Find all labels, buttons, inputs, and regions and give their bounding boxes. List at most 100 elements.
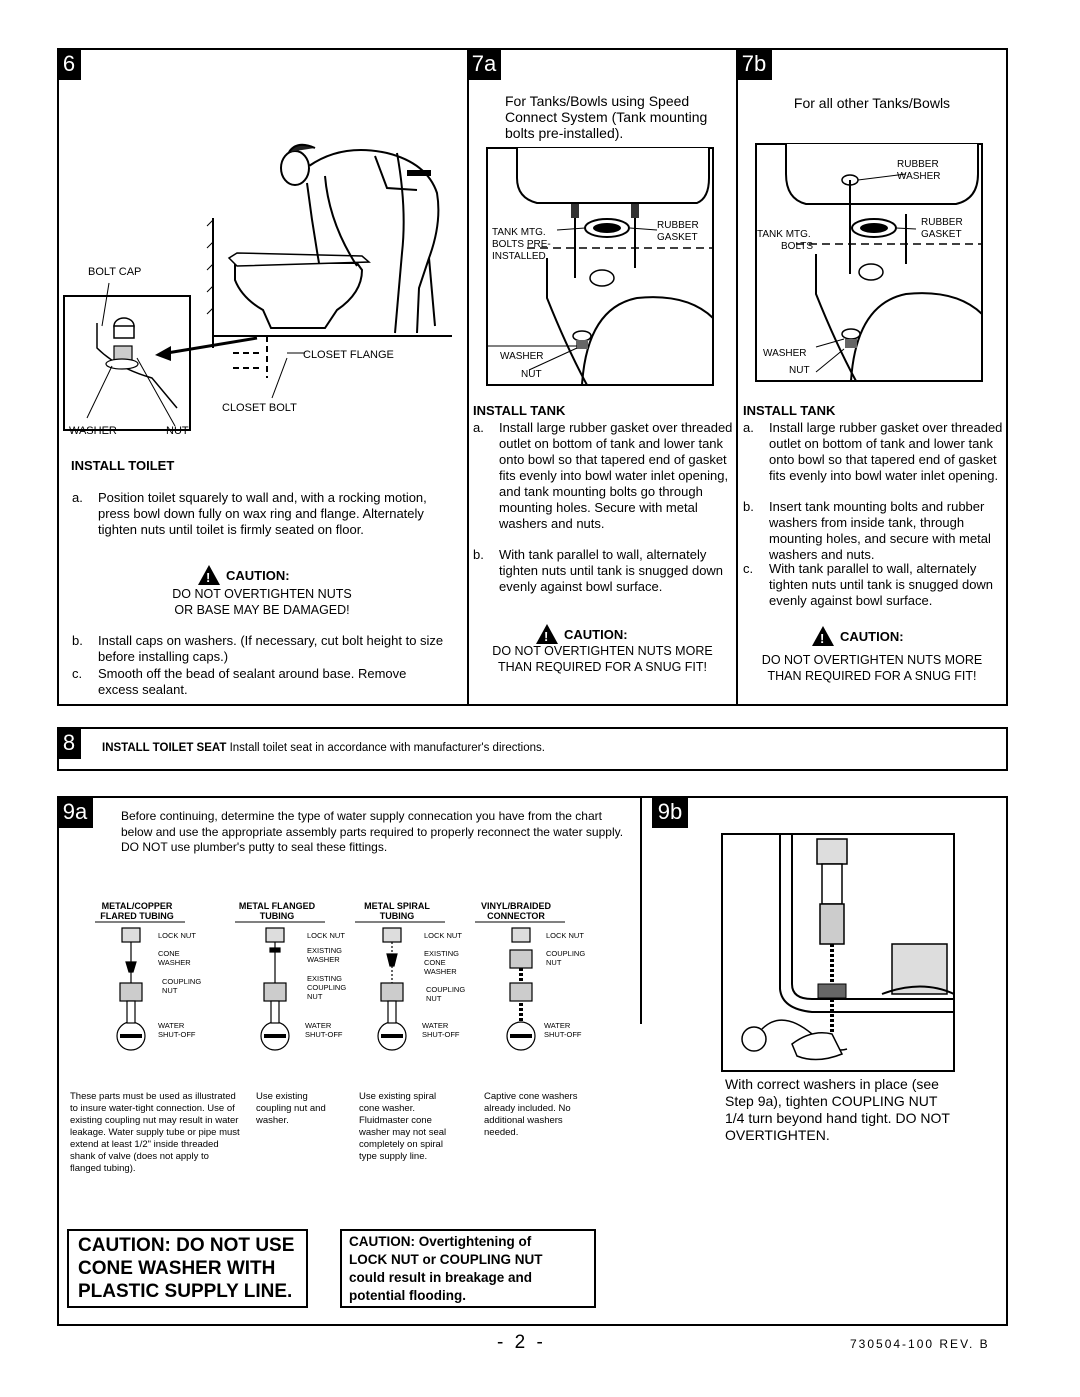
col-3-note: Use existing spiral cone washer. Fluidma… xyxy=(359,1091,447,1162)
col-4-title-line1: VINYL/BRAIDED xyxy=(480,901,551,911)
label-rubber-7b: RUBBER xyxy=(921,217,963,228)
step-7a-caution-label: CAUTION: xyxy=(564,626,628,642)
step-7b-caution-label: CAUTION: xyxy=(840,628,904,644)
label-gasket-7b: GASKET xyxy=(921,229,962,240)
step-7a-caution-heading: CAUTION: xyxy=(536,624,628,644)
col-3-part-cone: CONE xyxy=(424,958,446,967)
col-1-part-water: WATER xyxy=(158,1021,185,1030)
tank-bowl-standard-illustration xyxy=(755,143,983,382)
step-7a-item-a: a. Install large rubber gasket over threa… xyxy=(473,420,733,532)
col-4-part-water: WATER xyxy=(544,1021,571,1030)
fill-valve-coupling-illustration xyxy=(721,833,955,1072)
step-7b-number: 7b xyxy=(736,48,772,80)
warning-triangle-icon xyxy=(198,565,220,585)
col-2-part-lock-nut: LOCK NUT xyxy=(307,931,345,940)
step-6-caution-line1: DO NOT OVERTIGHTEN NUTS xyxy=(172,587,352,601)
warning-triangle-icon xyxy=(536,624,558,644)
doc-revision: 730504-100 REV. B xyxy=(850,1337,990,1351)
step-7a-b-text: With tank parallel to wall, alternately … xyxy=(499,547,724,594)
tank-bowl-speed-connect-illustration xyxy=(486,147,714,386)
label-gasket-7a: GASKET xyxy=(657,232,698,243)
col-1-part-coupling: COUPLING xyxy=(162,977,202,986)
step-7b-caution-line1: DO NOT OVERTIGHTEN NUTS MORE xyxy=(761,653,983,667)
step-6-heading: INSTALL TOILET xyxy=(71,458,175,473)
step-9b-number: 9b xyxy=(652,796,688,828)
step-7b-item-c: c.With tank parallel to wall, alternatel… xyxy=(743,561,1003,609)
step-9a-intro: Before continuing, determine the type of… xyxy=(121,809,624,854)
label-nut-7a: NUT xyxy=(521,369,542,380)
caution-box-plastic-line: CAUTION: DO NOT USE CONE WASHER WITH PLA… xyxy=(67,1229,308,1308)
step-7b-intro: For all other Tanks/Bowls xyxy=(793,95,951,111)
col-2-title: METAL FLANGED TUBING xyxy=(232,901,322,921)
col-2-title-line2: TUBING xyxy=(259,911,295,921)
col-1-part-lock-nut: LOCK NUT xyxy=(158,931,196,940)
col-2-part-existing-1: EXISTING xyxy=(307,946,343,955)
caution-box-2-line2: LOCK NUT or COUPLING NUT xyxy=(349,1252,543,1267)
col-2-part-washer: WASHER xyxy=(307,955,340,964)
label-nut-6: NUT xyxy=(166,425,189,437)
col-3-title-line1: METAL SPIRAL xyxy=(364,901,430,911)
step-8-heading: INSTALL TOILET SEAT xyxy=(102,742,227,754)
col-1-part-washer: WASHER xyxy=(158,958,191,967)
col-1-note: These parts must be used as illustrated … xyxy=(70,1091,240,1174)
step-7b-item-b: b. Insert tank mounting bolts and rubber … xyxy=(743,499,1003,563)
step-7b-b-key: b. xyxy=(743,499,754,514)
step-7a-heading: INSTALL TANK xyxy=(473,403,566,418)
col-3-part-shutoff: SHUT-OFF xyxy=(422,1030,460,1039)
col-2-title-line1: METAL FLANGED xyxy=(238,901,316,911)
col-1-part-shutoff: SHUT-OFF xyxy=(158,1030,196,1039)
column-title-underlines xyxy=(95,921,565,923)
label-tank-mtg-7a: TANK MTG. xyxy=(492,227,546,238)
step-6-caution-label: CAUTION: xyxy=(226,567,290,583)
step-7b-a-text: Install large rubber gasket over threade… xyxy=(769,420,1003,483)
label-closet-bolt: CLOSET BOLT xyxy=(222,402,297,414)
label-tank-mtg-7b: TANK MTG. xyxy=(757,229,811,240)
toilet-install-illustration xyxy=(63,143,452,431)
supply-fittings-illustration xyxy=(116,927,536,1051)
step-6-a-key: a. xyxy=(72,490,83,505)
step-6-b-key: b. xyxy=(72,633,83,648)
step-8-number: 8 xyxy=(57,727,81,759)
label-washer-7a: WASHER xyxy=(500,351,544,362)
step-6-c-text: Smooth off the bead of sealant around ba… xyxy=(98,666,407,697)
label-closet-flange: CLOSET FLANGE xyxy=(303,349,394,361)
col-1-part-cone: CONE xyxy=(158,949,180,958)
col-3-part-coupling: COUPLING xyxy=(426,985,466,994)
step-7a-intro: For Tanks/Bowls using Speed Connect Syst… xyxy=(505,93,708,141)
page-number: - 2 - xyxy=(497,1332,546,1353)
step-7b-b-text: Insert tank mounting bolts and rubber wa… xyxy=(769,499,991,562)
step-6-c-key: c. xyxy=(72,666,83,681)
label-bolts-7b: BOLTS xyxy=(781,241,814,252)
step-7b-heading: INSTALL TANK xyxy=(743,403,836,418)
caution-box-overtightening: CAUTION: Overtightening of LOCK NUT or C… xyxy=(340,1229,596,1308)
label-washer-7b: WASHER xyxy=(763,348,807,359)
step-7b-a-key: a. xyxy=(743,420,754,435)
step-7a-a-text: Install large rubber gasket over threade… xyxy=(499,420,733,531)
step-7a-a-key: a. xyxy=(473,420,484,435)
step-7b-caution-heading: CAUTION: xyxy=(812,626,904,646)
col-1-title-line1: METAL/COPPER xyxy=(101,901,173,911)
col-2-part-nut: NUT xyxy=(307,992,323,1001)
col-3-title-line2: TUBING xyxy=(379,911,415,921)
col-3-part-lock-nut: LOCK NUT xyxy=(424,931,462,940)
step-6-number: 6 xyxy=(57,48,81,80)
col-4-part-nut: NUT xyxy=(546,958,562,967)
col-3-part-nut: NUT xyxy=(426,994,442,1003)
step-7b-c-key: c. xyxy=(743,561,754,576)
col-2-note: Use existing coupling nut and washer. xyxy=(256,1091,326,1126)
step-7a-caution-line1: DO NOT OVERTIGHTEN NUTS MORE xyxy=(492,644,713,658)
col-4-part-coupling: COUPLING xyxy=(546,949,586,958)
col-4-title: VINYL/BRAIDED CONNECTOR xyxy=(471,901,561,921)
caution-box-1-line1: CAUTION: DO NOT USE xyxy=(78,1235,295,1256)
step-6-caution-heading: CAUTION: xyxy=(198,565,290,585)
col-3-part-washer: WASHER xyxy=(424,967,457,976)
step-8-body: Install toilet seat in accordance with m… xyxy=(226,742,545,754)
step-7b-panel xyxy=(736,48,1008,706)
col-2-part-shutoff: SHUT-OFF xyxy=(305,1030,343,1039)
col-4-note: Captive cone washers already included. N… xyxy=(484,1091,578,1138)
label-rubber-washer-7b-2: WASHER xyxy=(897,171,941,182)
caution-box-1-line2: CONE WASHER WITH xyxy=(78,1258,276,1279)
col-1-title: METAL/COPPER FLARED TUBING xyxy=(92,901,182,921)
step-7b-item-a: a. Install large rubber gasket over threa… xyxy=(743,420,1003,484)
col-2-part-existing-2: EXISTING xyxy=(307,974,343,983)
